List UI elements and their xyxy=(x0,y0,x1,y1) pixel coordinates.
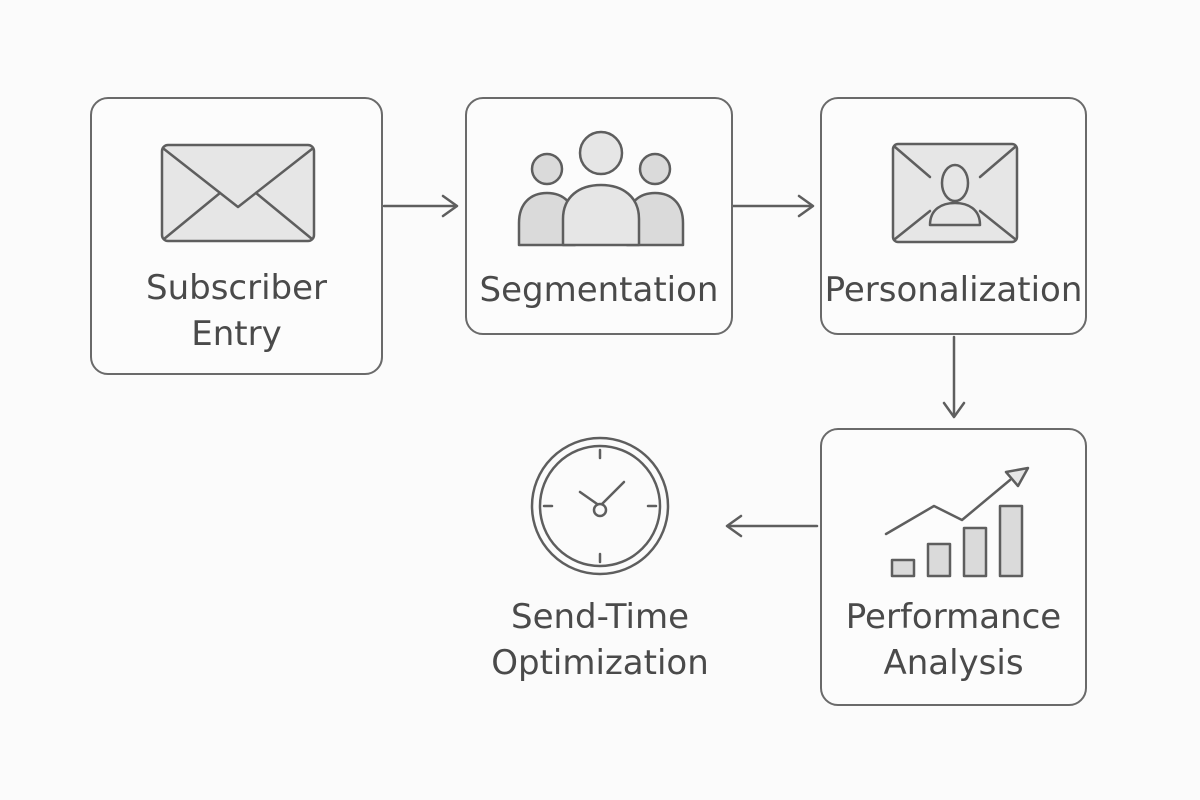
node-label-line: Entry xyxy=(191,314,282,354)
personalized-email-icon xyxy=(891,142,1019,244)
node-label-line: Send-Time xyxy=(511,597,689,637)
node-performance-analysis: Performance Analysis xyxy=(820,428,1087,706)
edge-segmentation-to-personalization xyxy=(731,194,815,218)
edge-performance-to-sendtime xyxy=(725,514,819,538)
group-icon xyxy=(517,130,685,247)
node-label-line: Personalization xyxy=(824,270,1083,310)
node-performance-analysis-label: Performance Analysis xyxy=(822,594,1085,686)
node-personalization: Personalization xyxy=(820,97,1087,335)
edge-subscriber-to-segmentation xyxy=(382,194,459,218)
node-subscriber-entry: Subscriber Entry xyxy=(90,97,383,375)
node-label-line: Segmentation xyxy=(479,270,719,310)
node-segmentation: Segmentation xyxy=(465,97,733,335)
edge-personalization-to-performance xyxy=(942,335,966,419)
node-label-line: Analysis xyxy=(883,643,1024,683)
node-label-line: Subscriber xyxy=(145,268,328,308)
node-send-time-optimization-label: Send-Time Optimization xyxy=(460,594,740,686)
growth-chart-icon xyxy=(884,466,1030,578)
node-label-line: Performance xyxy=(845,597,1062,637)
node-segmentation-label: Segmentation xyxy=(467,267,731,313)
clock-icon xyxy=(530,436,670,576)
node-personalization-label: Personalization xyxy=(822,267,1085,313)
node-label-line: Optimization xyxy=(491,643,709,683)
node-send-time-optimization: Send-Time Optimization xyxy=(460,430,740,690)
envelope-icon xyxy=(160,143,316,243)
node-subscriber-entry-label: Subscriber Entry xyxy=(92,265,381,357)
